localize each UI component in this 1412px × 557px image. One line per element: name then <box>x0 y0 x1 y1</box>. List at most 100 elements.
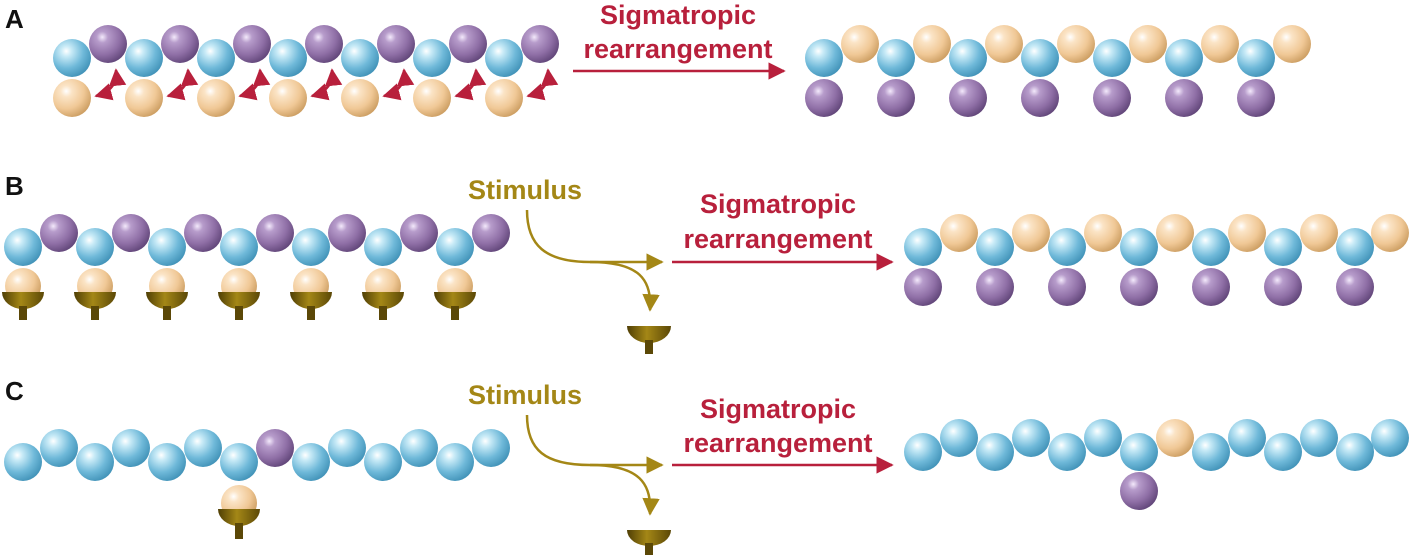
blue-atom <box>1336 228 1374 266</box>
tan-atom <box>1228 214 1266 252</box>
blue-atom <box>1264 228 1302 266</box>
purple-atom <box>521 25 559 63</box>
blue-atom <box>76 228 114 266</box>
purple-atom <box>377 25 415 63</box>
curved-double-arrow-icon <box>166 68 199 101</box>
blue-atom <box>148 228 186 266</box>
panel-letter: C <box>5 376 24 406</box>
purple-atom <box>1120 472 1158 510</box>
reaction-label-line2: rearrangement <box>583 34 772 64</box>
cup-stem <box>451 306 459 320</box>
curved-double-arrow-icon <box>454 68 487 101</box>
reaction-label: Sigmatropic rearrangement <box>583 0 772 64</box>
tan-atom <box>1129 25 1167 63</box>
tan-atom <box>1156 214 1194 252</box>
purple-atom <box>1237 79 1275 117</box>
reaction-label: Sigmatropic rearrangement <box>683 394 872 458</box>
blue-atom <box>4 443 42 481</box>
tan-atom <box>985 25 1023 63</box>
blue-atom <box>1336 433 1374 471</box>
cup-stem <box>379 306 387 320</box>
tan-atom <box>1371 214 1409 252</box>
curved-double-arrow-icon <box>94 68 127 101</box>
blue-atom <box>292 443 330 481</box>
purple-atom <box>1120 268 1158 306</box>
blue-atom <box>341 39 379 77</box>
reaction-label-line1: Sigmatropic <box>700 394 856 424</box>
purple-atom <box>976 268 1014 306</box>
migration-arrows <box>94 68 559 101</box>
tan-atom <box>53 79 91 117</box>
blue-atom <box>76 443 114 481</box>
purple-atom <box>1192 268 1230 306</box>
stimulus-arrow-branch <box>589 463 660 516</box>
blue-atom <box>364 443 402 481</box>
product-chain <box>904 419 1409 510</box>
stimulus-arrow-main <box>525 414 664 474</box>
cup-stem <box>163 306 171 320</box>
purple-atom <box>877 79 915 117</box>
released-cup <box>627 326 671 354</box>
tan-atom <box>940 214 978 252</box>
blue-atom <box>40 429 78 467</box>
purple-atom <box>949 79 987 117</box>
blue-atom <box>877 39 915 77</box>
blue-atom <box>1300 419 1338 457</box>
released-cup <box>627 530 671 555</box>
blue-atom <box>413 39 451 77</box>
blue-atom <box>472 429 510 467</box>
blue-atom <box>976 228 1014 266</box>
blue-atom <box>220 228 258 266</box>
purple-atom <box>1264 268 1302 306</box>
panel-a: A <box>5 0 1311 117</box>
capped-atom <box>434 268 476 320</box>
curved-double-arrow-icon <box>382 68 415 101</box>
stimulus-branch-arrow-icon <box>525 414 664 516</box>
cup-stem <box>91 306 99 320</box>
blue-atom <box>292 228 330 266</box>
reactant-chain <box>4 429 510 539</box>
purple-atom <box>1021 79 1059 117</box>
blue-atom <box>220 443 258 481</box>
purple-atom <box>256 214 294 252</box>
purple-atom <box>305 25 343 63</box>
blue-atom <box>400 429 438 467</box>
blue-atom <box>949 39 987 77</box>
blue-atom <box>1264 433 1302 471</box>
blue-atom <box>1371 419 1409 457</box>
blue-atom <box>364 228 402 266</box>
purple-atom <box>449 25 487 63</box>
product-chain <box>904 214 1409 306</box>
blue-atom <box>184 429 222 467</box>
purple-atom <box>161 25 199 63</box>
tan-atom <box>1273 25 1311 63</box>
product-chain <box>805 25 1311 117</box>
tan-atom <box>1201 25 1239 63</box>
capped-atom <box>218 485 260 539</box>
blue-atom <box>904 433 942 471</box>
curved-double-arrow-icon <box>526 68 559 101</box>
cup-stem <box>645 340 653 354</box>
purple-atom <box>328 214 366 252</box>
capture-cup-icon <box>362 292 404 309</box>
blue-atom <box>1048 228 1086 266</box>
panel-b: B <box>2 171 1409 354</box>
capture-cup-icon <box>290 292 332 309</box>
blue-atom <box>1237 39 1275 77</box>
stimulus-branch-arrow-icon <box>525 209 664 312</box>
tan-atom <box>269 79 307 117</box>
capped-atom <box>146 268 188 320</box>
purple-atom <box>112 214 150 252</box>
blue-atom <box>904 228 942 266</box>
blue-atom <box>1048 433 1086 471</box>
purple-atom <box>1048 268 1086 306</box>
reaction-label-line1: Sigmatropic <box>700 189 856 219</box>
purple-atom <box>184 214 222 252</box>
panel-letter: B <box>5 171 24 201</box>
blue-atom <box>4 228 42 266</box>
blue-atom <box>1192 433 1230 471</box>
tan-atom <box>485 79 523 117</box>
capture-cup-icon <box>2 292 44 309</box>
blue-atom <box>1165 39 1203 77</box>
